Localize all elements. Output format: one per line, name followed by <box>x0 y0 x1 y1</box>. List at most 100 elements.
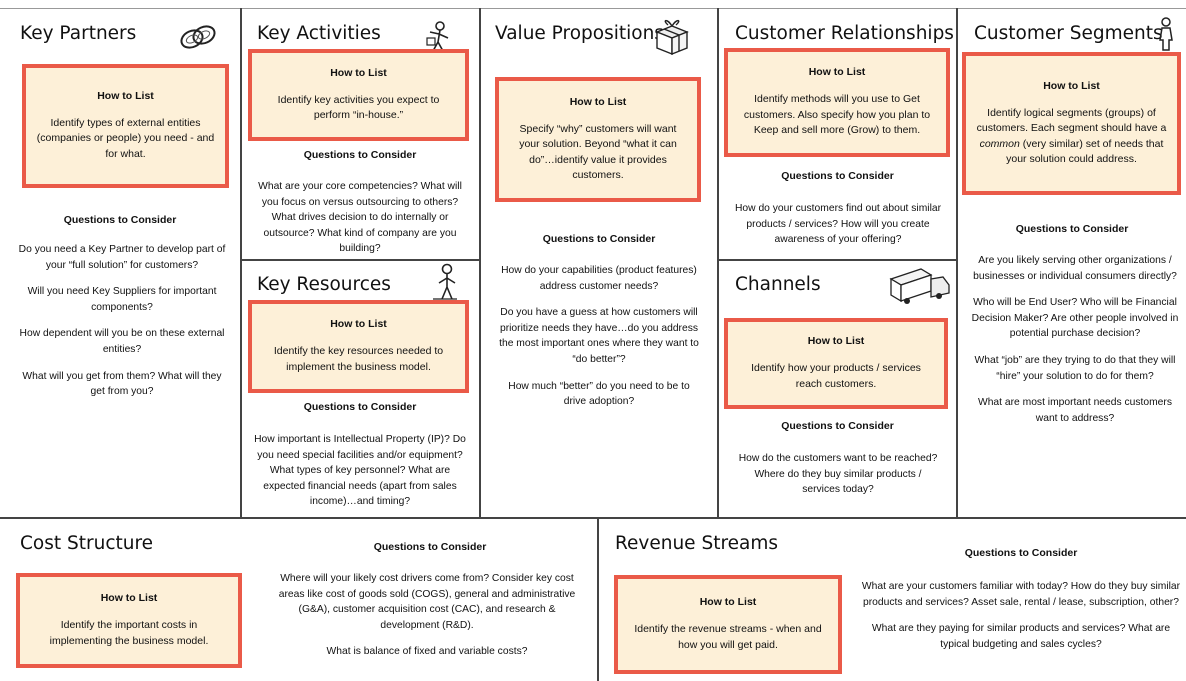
questions-body: Do you need a Key Partner to develop par… <box>18 242 226 411</box>
how-to-list-text: Identify the important costs in implemen… <box>49 619 209 647</box>
how-to-list-text: Identify the key resources needed to imp… <box>273 345 444 373</box>
how-to-list-heading: How to List <box>97 89 154 102</box>
question-item: What are your customers familiar with to… <box>861 581 1181 608</box>
how-to-list-heading: How to List <box>330 318 387 330</box>
key-activities-how-to-list: How to List Identify key activities you … <box>248 49 469 141</box>
questions-heading: Questions to Consider <box>964 547 1078 559</box>
customer-relationships-title: Customer Relationships <box>735 23 954 44</box>
questions-body: How important is Intellectual Property (… <box>250 432 470 521</box>
key-activities-title: Key Activities <box>257 23 381 44</box>
how-to-list-heading: How to List <box>1043 79 1100 92</box>
how-to-list-text: Identify how your products / services re… <box>751 362 921 390</box>
cost-structure-title: Cost Structure <box>20 533 154 554</box>
question-item: What is balance of fixed and variable co… <box>326 646 528 658</box>
question-item: How important is Intellectual Property (… <box>254 434 466 508</box>
how-to-list-heading: How to List <box>699 596 757 608</box>
person-icon <box>433 263 457 300</box>
how-to-list-text-part: Identify logical segments (groups) of cu… <box>976 106 1167 135</box>
cost-structure-how-to-list: How to List Identify the important costs… <box>16 573 242 668</box>
how-to-list-text-part: (very similar) set of needs that your so… <box>1006 137 1164 166</box>
channels-section: Channels How to List Identify how your p… <box>719 261 956 517</box>
how-to-list-text: Identify logical segments (groups) of cu… <box>976 106 1167 168</box>
questions-heading: Questions to Consider <box>542 233 656 245</box>
question-item: What “job” are they trying to do that th… <box>974 354 1176 382</box>
value-propositions-title: Value Propositions <box>495 23 664 44</box>
grid-line-top <box>0 8 1186 9</box>
how-to-list-text: Identify the revenue streams - when and … <box>634 623 822 651</box>
grid-divider <box>717 8 719 518</box>
questions-heading: Questions to Consider <box>303 401 417 413</box>
channels-title: Channels <box>735 274 821 295</box>
question-item: Where will your likely cost drivers come… <box>278 573 576 631</box>
how-to-list-text: Identify types of external entities (com… <box>36 116 215 160</box>
gift-box-icon <box>655 19 689 56</box>
key-resources-title: Key Resources <box>257 274 391 295</box>
revenue-streams-title: Revenue Streams <box>615 533 779 554</box>
grid-divider <box>240 259 480 261</box>
questions-heading: Questions to Consider <box>781 420 894 432</box>
question-item: What will you get from them? What will t… <box>22 370 222 398</box>
questions-body: What are your core competencies? What wi… <box>251 179 469 268</box>
how-to-list-text: Identify key activities you expect to pe… <box>277 93 440 122</box>
questions-body: What are your customers familiar with to… <box>861 579 1181 663</box>
how-to-list-heading: How to List <box>100 592 158 604</box>
value-propositions-section: Value Propositions How to List Specify “… <box>481 8 717 518</box>
questions-body: Are you likely serving other organizatio… <box>970 253 1180 437</box>
questions-body: Where will your likely cost drivers come… <box>277 571 577 671</box>
value-propositions-how-to-list: How to List Specify “why” customers will… <box>495 77 701 202</box>
person-outline-icon <box>1159 17 1173 51</box>
worker-icon <box>426 21 449 52</box>
customer-relationships-section: Customer Relationships How to List Ident… <box>719 8 956 259</box>
how-to-list-text: Identify methods will you use to Get cus… <box>743 93 931 137</box>
question-item: Who will be End User? Who will be Financ… <box>971 297 1179 340</box>
key-partners-section: Key Partners How to List Identify types … <box>0 8 240 518</box>
questions-heading: Questions to Consider <box>1015 223 1129 235</box>
key-partners-title: Key Partners <box>20 23 137 44</box>
emphasis-text: common <box>979 137 1020 150</box>
grid-divider <box>479 8 481 518</box>
question-item: Do you need a Key Partner to develop par… <box>18 244 226 271</box>
question-item: Do you have a guess at how customers wil… <box>499 307 699 365</box>
how-to-list-heading: How to List <box>808 66 866 79</box>
questions-body: How do the customers want to be reached?… <box>735 451 941 509</box>
key-partners-how-to-list: How to List Identify types of external e… <box>22 64 229 188</box>
customer-segments-title: Customer Segments <box>974 23 1163 44</box>
questions-heading: Questions to Consider <box>303 149 417 161</box>
channels-how-to-list: How to List Identify how your products /… <box>724 318 948 409</box>
key-resources-section: Key Resources How to List Identify the k… <box>241 261 479 517</box>
question-item: What are they paying for similar product… <box>871 623 1171 650</box>
chain-link-icon <box>180 25 216 49</box>
question-item: How do your capabilities (product featur… <box>501 265 697 292</box>
question-item: How do your customers find out about sim… <box>734 203 942 246</box>
questions-heading: Questions to Consider <box>63 214 177 226</box>
revenue-streams-section: Revenue Streams How to List Identify the… <box>599 519 1186 681</box>
how-to-list-heading: How to List <box>569 95 627 108</box>
question-item: What are most important needs customers … <box>977 397 1172 424</box>
revenue-streams-how-to-list: How to List Identify the revenue streams… <box>614 575 842 674</box>
grid-divider <box>717 259 958 261</box>
how-to-list-heading: How to List <box>807 335 865 347</box>
customer-segments-section: Customer Segments How to List Identify l… <box>958 8 1186 518</box>
how-to-list-text: Specify “why” customers will want your s… <box>519 122 677 182</box>
truck-icon <box>889 268 950 304</box>
question-item: How much “better” do you need to be to d… <box>508 380 690 408</box>
how-to-list-heading: How to List <box>330 66 387 79</box>
question-item: How dependent will you be on these exter… <box>19 328 225 355</box>
questions-heading: Questions to Consider <box>781 170 894 182</box>
grid-divider <box>240 8 242 518</box>
customer-segments-how-to-list: How to List Identify logical segments (g… <box>962 52 1181 195</box>
key-activities-section: Key Activities How to List Identify key … <box>241 8 479 259</box>
grid-divider <box>0 517 1186 519</box>
customer-relationships-how-to-list: How to List Identify methods will you us… <box>724 48 950 157</box>
question-item: Will you need Key Suppliers for importan… <box>27 286 217 313</box>
questions-body: How do your customers find out about sim… <box>729 201 947 259</box>
question-item: How do the customers want to be reached?… <box>738 453 938 496</box>
questions-body: How do your capabilities (product featur… <box>499 263 699 421</box>
question-item: What are your core competencies? What wi… <box>258 181 462 255</box>
key-resources-how-to-list: How to List Identify the key resources n… <box>248 300 469 393</box>
grid-divider <box>597 517 599 681</box>
questions-heading: Questions to Consider <box>373 541 487 553</box>
question-item: Are you likely serving other organizatio… <box>973 255 1177 282</box>
cost-structure-section: Cost Structure How to List Identify the … <box>0 519 597 681</box>
grid-divider <box>956 8 958 518</box>
